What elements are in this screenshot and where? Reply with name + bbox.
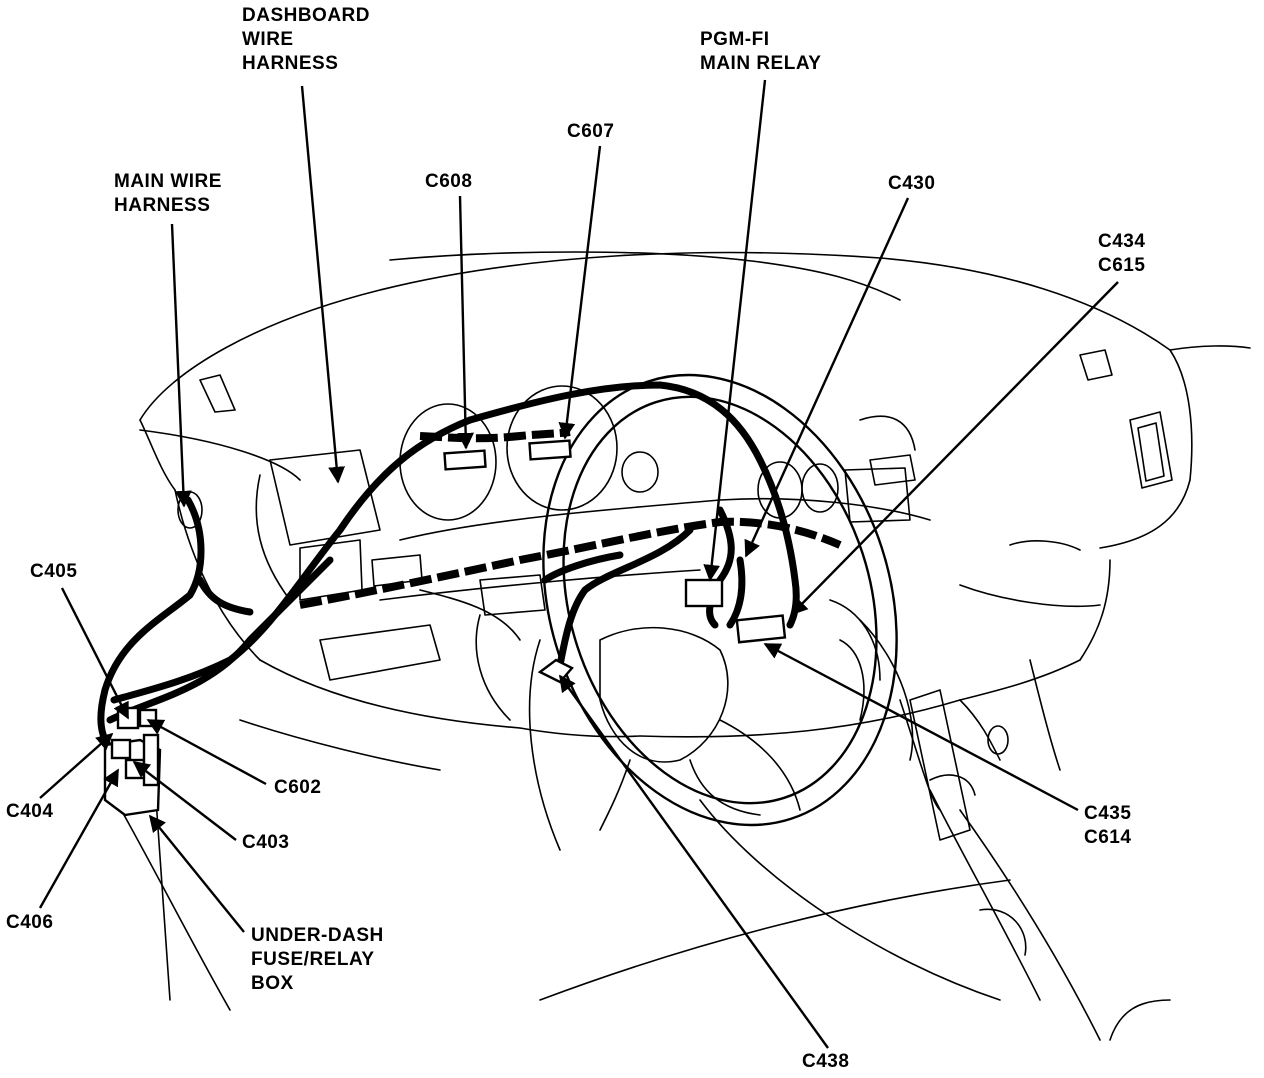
leader-c608 [457,195,475,450]
label-c404: C404 [6,801,54,822]
label-c430: C430 [888,173,936,194]
leader-main-harness [170,223,192,508]
steering-wheel [542,373,898,831]
label-c434-c615: C434 C615 [1098,231,1146,276]
label-c406: C406 [6,912,54,933]
label-c438: C438 [802,1051,850,1072]
leader-c607 [558,145,602,440]
wire-harnesses [97,381,842,749]
leader-c438 [559,674,829,1049]
leader-fuse-relay-box [148,814,245,933]
label-c607: C607 [567,121,615,142]
leader-c405 [60,587,130,720]
label-c608: C608 [425,171,473,192]
label-under-dash-fuse-relay-box: UNDER-DASH FUSE/RELAY BOX [251,925,384,994]
leader-lines [38,79,1119,1049]
leader-c406 [38,768,120,909]
leader-c403 [132,760,237,841]
leader-c404 [39,732,114,799]
dashboard-outline [109,251,1251,1041]
label-main-wire-harness: MAIN WIRE HARNESS [114,171,222,216]
leader-dashboard-harness [300,85,345,484]
label-c403: C403 [242,832,290,853]
label-dashboard-wire-harness: DASHBOARD WIRE HARNESS [242,5,370,74]
leader-c430 [744,197,910,558]
label-c405: C405 [30,561,78,582]
leader-c435-c614 [763,642,1079,812]
label-c602: C602 [274,777,322,798]
leader-c434-c615 [790,281,1119,616]
leader-c602 [146,718,267,786]
label-c435-c614: C435 C614 [1084,803,1132,848]
leader-pgm-fi-relay [703,79,767,582]
label-pgm-fi-main-relay: PGM-FI MAIN RELAY [700,29,822,74]
